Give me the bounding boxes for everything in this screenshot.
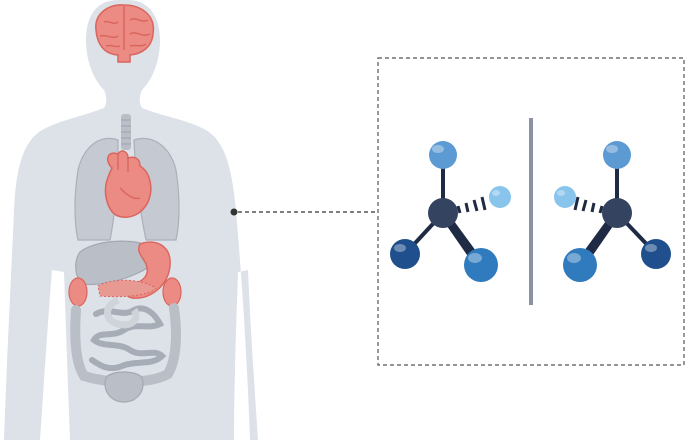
connector: [230, 208, 378, 216]
kidney-left: [68, 277, 88, 307]
pancreas: [97, 279, 157, 298]
atom-center: [428, 198, 458, 228]
atom-center: [602, 198, 632, 228]
atom-top: [429, 141, 457, 169]
atom-bottom-right: [464, 248, 498, 282]
kidneys: [68, 277, 182, 307]
bladder: [104, 371, 144, 403]
atom-wedge-right: [489, 186, 511, 208]
liver: [75, 240, 155, 286]
atom-top: [603, 141, 631, 169]
heart: [104, 150, 152, 218]
atom-wedge-left: [554, 186, 576, 208]
atom-bottom-right: [641, 239, 671, 269]
atom-bottom-left: [390, 239, 420, 269]
small-intestine: [89, 305, 167, 372]
duodenum: [104, 296, 140, 329]
brain: [95, 4, 155, 63]
brain-folds: [99, 6, 151, 50]
body-outline: [4, 0, 258, 440]
atom-bottom-left: [563, 248, 597, 282]
trachea: [121, 114, 131, 150]
inset-box: [377, 57, 685, 366]
bond-hashed-right: [456, 196, 487, 214]
molecule-left: [390, 141, 511, 282]
connector-dot: [230, 208, 238, 216]
bond-hashed-left: [573, 196, 604, 214]
body-silhouette: [4, 0, 258, 440]
heart-vessels: [117, 154, 141, 200]
heart-shape: [104, 150, 152, 218]
molecule-right: [554, 141, 671, 282]
kidney-right: [162, 277, 182, 307]
